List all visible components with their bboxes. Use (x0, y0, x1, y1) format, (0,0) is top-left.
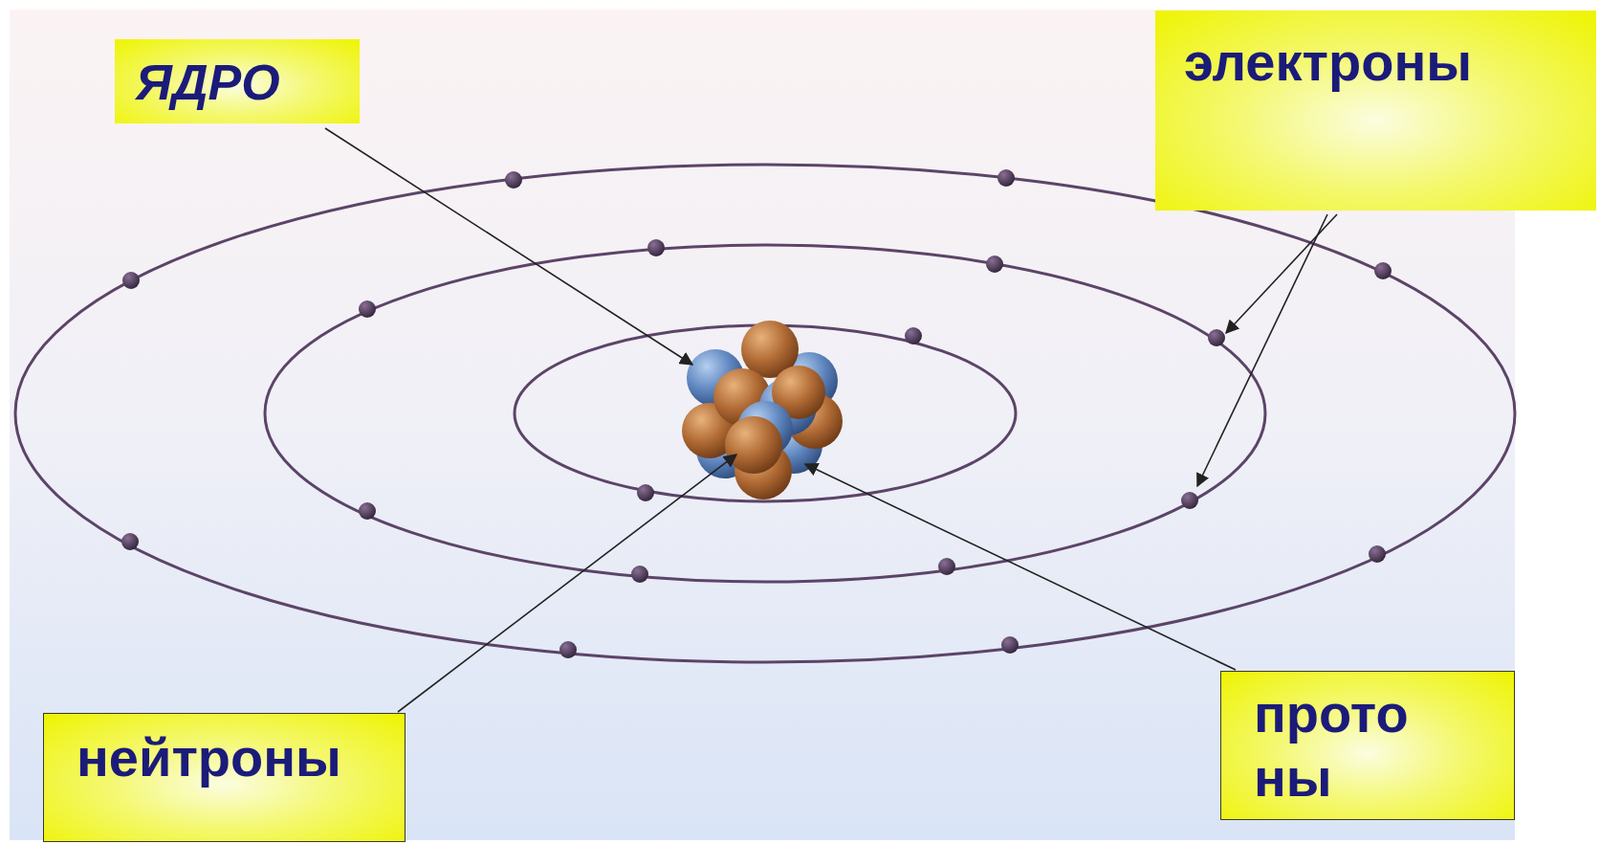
leader-line (325, 128, 693, 365)
leader-lines (325, 128, 1337, 712)
electrons (121, 169, 1392, 658)
leader-line (1226, 214, 1337, 333)
nucleus (681, 320, 843, 500)
electrons-label: электроны (1155, 10, 1597, 211)
orbits (15, 164, 1515, 662)
leader-line (805, 463, 1236, 670)
protons-label: прото ны (1220, 670, 1515, 820)
label-text: ЯДРО (135, 52, 351, 112)
nucleus-label: ЯДРО (114, 39, 360, 124)
label-text: прото ны (1253, 680, 1446, 810)
neutrons-label: нейтроны (43, 712, 406, 842)
label-text: нейтроны (76, 724, 395, 790)
leader-line (397, 454, 737, 712)
orbit (264, 244, 1266, 582)
leader-line (1197, 214, 1328, 486)
orbit (15, 164, 1515, 662)
label-text: электроны (1183, 29, 1587, 94)
